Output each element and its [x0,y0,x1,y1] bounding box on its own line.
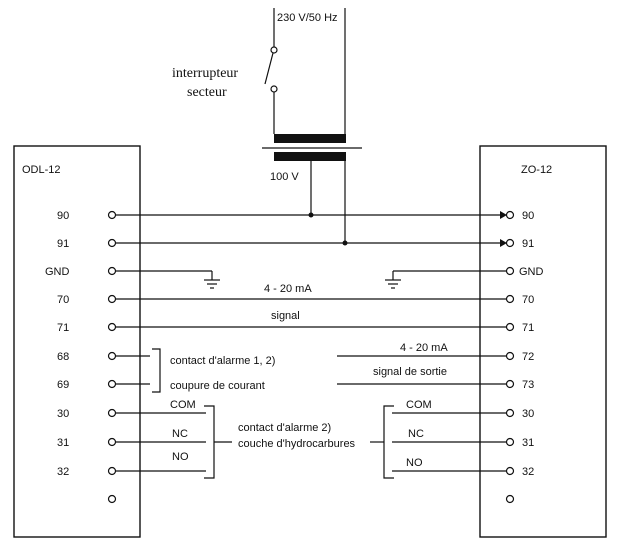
right-terminal-73: 73 [505,379,534,391]
terminal-circle [505,322,515,332]
left-terminal-91: 91 [57,238,117,250]
nc-left-label: NC [172,428,188,440]
bracket-relay-right [383,405,394,479]
power-cut-label: coupure de courant [170,380,265,392]
no-right-label: NO [406,457,423,469]
supply-label: 230 V/50 Hz [277,12,338,24]
transformer-primary [274,134,346,143]
terminal-circle [107,408,117,418]
right-terminal-list: 90 91 GND 70 71 72 73 30 31 32 [505,210,544,504]
terminal-circle [505,210,515,220]
switch-contact-bottom [270,85,278,93]
zo12-name: ZO-12 [521,164,552,176]
output-current-label: 4 - 20 mA [400,342,448,354]
right-terminal-70: 70 [505,294,534,306]
switch-contact-top [270,46,278,54]
right-terminal-label: 31 [522,437,534,449]
bracket-alarm-1 [152,348,161,393]
transformer-secondary [274,152,346,161]
switch-blade [264,52,274,85]
right-terminal-gnd: GND [505,266,544,278]
arrow-91 [500,239,507,247]
odl12-name: ODL-12 [22,164,61,176]
left-terminal-label: 68 [57,351,69,363]
right-terminal-label: GND [519,266,544,278]
terminal-circle [107,351,117,361]
right-terminal-label: 30 [522,408,534,420]
left-terminal-label: 69 [57,379,69,391]
switch-label-1: interrupteur [172,66,238,81]
left-terminal-31: 31 [57,437,117,449]
left-terminal-label: 91 [57,238,69,250]
left-terminal-list: 90 91 GND 70 71 68 69 30 31 32 [45,210,117,504]
right-terminal-spare [505,494,515,504]
right-terminal-label: 32 [522,466,534,478]
signal-label: signal [271,310,300,322]
odl12-box [13,145,141,538]
right-terminal-label: 70 [522,294,534,306]
right-terminal-71: 71 [505,322,534,334]
left-terminal-69: 69 [57,379,117,391]
left-terminal-label: 32 [57,466,69,478]
terminal-circle [505,238,515,248]
switch-label-2: secteur [187,85,227,100]
left-terminal-gnd: GND [45,266,117,278]
right-terminal-label: 72 [522,351,534,363]
left-terminal-label: 90 [57,210,69,222]
no-left-label: NO [172,451,189,463]
terminal-circle [107,294,117,304]
left-terminal-label: 71 [57,322,69,334]
terminal-circle [505,379,515,389]
secondary-voltage-label: 100 V [270,171,299,183]
output-signal-label: signal de sortie [373,366,447,378]
right-terminal-90: 90 [505,210,534,222]
current-loop-label: 4 - 20 mA [264,283,312,295]
left-terminal-32: 32 [57,466,117,478]
terminal-circle [107,322,117,332]
right-terminal-label: 91 [522,238,534,250]
left-terminal-label: 31 [57,437,69,449]
nc-right-label: NC [408,428,424,440]
left-terminal-label: 30 [57,408,69,420]
left-terminal-label: GND [45,266,70,278]
com-left-label: COM [170,399,196,411]
right-terminal-72: 72 [505,351,534,363]
left-terminal-71: 71 [57,322,117,334]
right-terminal-label: 71 [522,322,534,334]
terminal-circle [107,266,117,276]
left-terminal-70: 70 [57,294,117,306]
left-terminal-68: 68 [57,351,117,363]
alarm-contact-1-label: contact d'alarme 1, 2) [170,355,275,367]
terminal-circle [505,408,515,418]
right-terminal-31: 31 [505,437,534,449]
com-right-label: COM [406,399,432,411]
right-terminal-30: 30 [505,408,534,420]
terminal-circle [505,266,515,276]
terminal-circle [107,379,117,389]
zo12-box [479,145,607,538]
left-terminal-30: 30 [57,408,117,420]
right-terminal-32: 32 [505,466,534,478]
terminal-circle [107,238,117,248]
right-terminal-label: 90 [522,210,534,222]
terminal-circle [505,294,515,304]
terminal-circle [107,466,117,476]
alarm-contact-2-label: contact d'alarme 2) [238,422,331,434]
right-terminal-label: 73 [522,379,534,391]
arrow-90 [500,211,507,219]
left-terminal-spare [107,494,117,504]
terminal-circle [505,466,515,476]
terminal-circle [107,437,117,447]
terminal-circle [505,351,515,361]
left-terminal-label: 70 [57,294,69,306]
right-terminal-91: 91 [505,238,534,250]
left-terminal-90: 90 [57,210,117,222]
terminal-circle [505,437,515,447]
hydrocarbon-layer-label: couche d'hydrocarbures [238,438,356,450]
terminal-circle [107,210,117,220]
